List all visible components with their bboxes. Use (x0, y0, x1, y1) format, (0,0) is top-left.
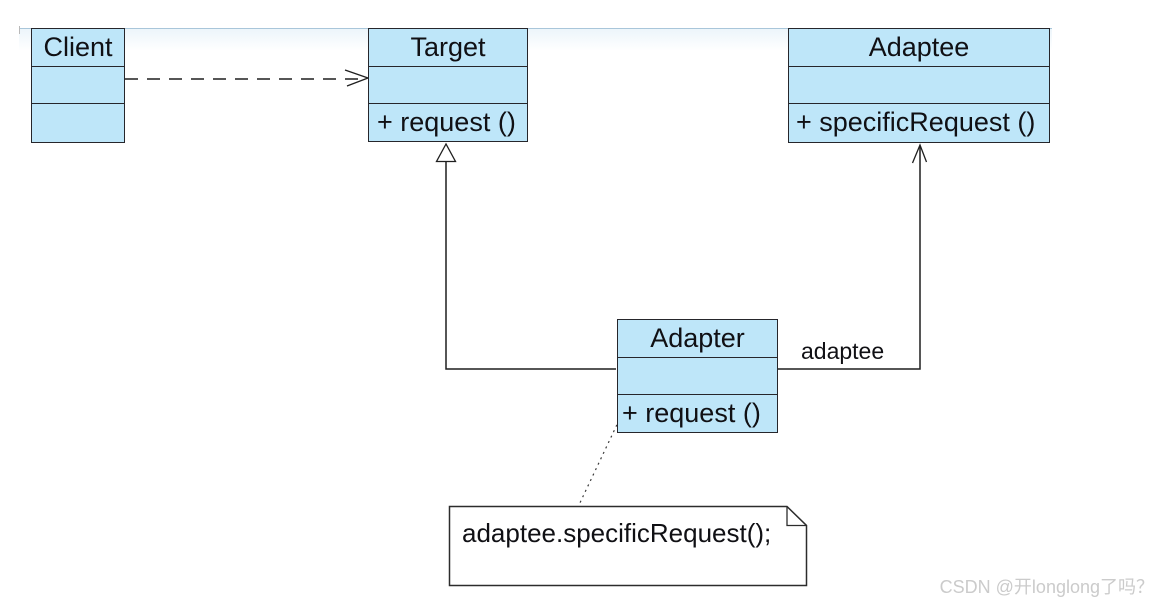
class-box-target: Target + request () (368, 28, 528, 142)
class-name-client: Client (32, 29, 124, 67)
class-name-adaptee: Adaptee (789, 29, 1049, 67)
class-box-adapter: Adapter + request () (617, 319, 778, 433)
class-name-target: Target (369, 29, 527, 67)
class-methods-client (32, 104, 124, 142)
class-attributes-target (369, 67, 527, 104)
class-box-adaptee: Adaptee + specificRequest () (788, 28, 1050, 143)
class-attributes-adaptee (789, 67, 1049, 104)
class-attributes-adapter (618, 358, 777, 395)
class-name-adapter: Adapter (618, 320, 777, 358)
class-attributes-client (32, 67, 124, 104)
note-anchor-dotted-line (577, 413, 623, 508)
generalization-hollow-triangle (435, 142, 457, 163)
csdn-watermark: CSDN @开longlong了吗？ (939, 577, 1154, 597)
class-methods-target: + request () (377, 107, 516, 137)
generalization-line-adapter-target (445, 162, 616, 370)
class-methods-adapter: + request () (622, 398, 761, 428)
note-fold-corner (786, 506, 807, 527)
class-methods-adaptee: + specificRequest () (796, 107, 1036, 137)
association-role-label: adaptee (801, 338, 885, 364)
association-line-adapter-adaptee (778, 146, 921, 370)
dependency-open-arrowhead (344, 69, 369, 87)
class-box-client: Client (31, 28, 125, 143)
note-shape (448, 505, 808, 587)
note-text: adaptee.specificRequest(); (462, 518, 772, 548)
association-open-arrowhead (911, 143, 928, 164)
